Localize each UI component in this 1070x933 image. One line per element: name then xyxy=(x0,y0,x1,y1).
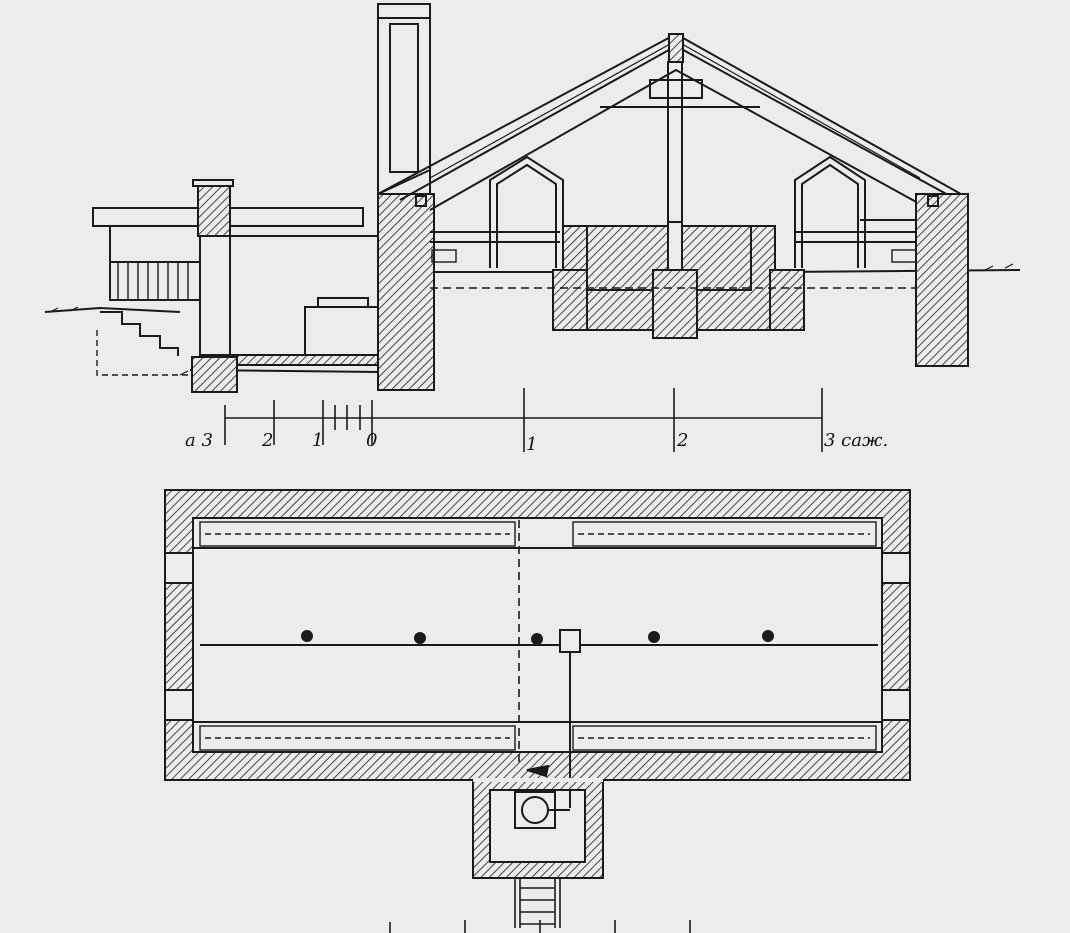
post-5 xyxy=(762,630,774,642)
central-pit xyxy=(430,221,920,339)
steps xyxy=(100,311,179,356)
chimney-base xyxy=(377,193,435,391)
scale-label-2-left: 2 xyxy=(261,430,273,451)
plan-outer-wall xyxy=(164,489,911,781)
scale-label-a3: а 3 xyxy=(185,430,213,451)
upper-scale-labels: а 3 2 1 0 1 2 3 саж. xyxy=(185,430,888,455)
upper-scale-bar xyxy=(224,388,823,452)
post-4 xyxy=(648,631,660,643)
gable-window-right xyxy=(794,155,866,268)
posts xyxy=(301,630,774,645)
scale-label-0: 0 xyxy=(366,430,377,451)
greenhouse-roof xyxy=(377,32,969,223)
cellar-stairs xyxy=(514,878,561,928)
scale-label-2-right: 2 xyxy=(676,430,688,451)
gable-window-left xyxy=(489,155,564,268)
ridge-post xyxy=(667,61,683,223)
right-wall xyxy=(915,193,969,367)
bench-top xyxy=(199,521,877,547)
post-1 xyxy=(301,630,313,642)
post-3 xyxy=(531,633,543,645)
annex-chimney xyxy=(197,185,231,237)
section-elevation xyxy=(44,3,1021,393)
scale-label-1-right: 1 xyxy=(526,434,537,455)
plan-view xyxy=(164,489,911,928)
left-annex xyxy=(92,179,381,393)
scale-label-3-sazh: 3 саж. xyxy=(824,430,888,451)
bench-bottom xyxy=(199,725,877,751)
scale-label-1-left: 1 xyxy=(312,430,323,451)
post-2 xyxy=(414,632,426,644)
flue-box xyxy=(559,629,581,653)
lower-scale-bar xyxy=(389,920,691,933)
ground-line xyxy=(44,269,1021,373)
chimney xyxy=(377,3,435,391)
